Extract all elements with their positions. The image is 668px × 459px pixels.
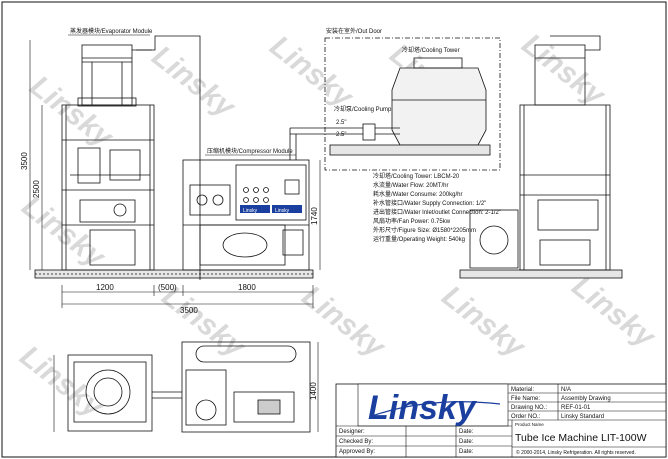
file-name-value: Assembly Drawing xyxy=(561,396,611,402)
cooling-tower-label: 冷却塔/Cooling Tower xyxy=(402,46,460,54)
spec-list: 冷却塔/Cooling Tower: LBCM-20 水流量/Water Flo… xyxy=(373,172,501,243)
material-value: N/A xyxy=(561,387,571,393)
cooling-pump-label: 冷却泵/Cooling Pump xyxy=(334,105,392,113)
date-label: Date: xyxy=(459,429,474,435)
designer-label: Designer: xyxy=(339,429,365,435)
order-no-label: Order NO.: xyxy=(511,414,541,420)
watermark: Linsky xyxy=(516,28,612,113)
panel-logo-plate xyxy=(240,205,270,213)
date-label: Date: xyxy=(459,449,474,455)
dim-width-left: 1200 xyxy=(96,283,114,292)
dim-plan-depth: 1400 xyxy=(309,382,318,400)
material-label: Material: xyxy=(511,387,534,393)
dim-width-total: 3500 xyxy=(180,306,198,315)
pipe-size-label: 2.5" xyxy=(336,120,346,126)
pipe-size-label: 2.5" xyxy=(336,132,346,138)
spec-line: 补水管接口/Water Supply Connection: 1/2" xyxy=(373,199,486,207)
side-evaporator-drum xyxy=(534,44,586,106)
watermark-layer: Linsky Linsky Linsky Linsky Linsky Linsk… xyxy=(14,28,662,425)
evaporator-drum xyxy=(81,44,133,106)
title-block xyxy=(335,383,667,458)
dim-compressor-height: 1740 xyxy=(310,207,319,225)
date-label: Date: xyxy=(459,439,474,445)
watermark: Linsky xyxy=(436,280,532,365)
side-frame xyxy=(519,104,611,271)
cooling-pump xyxy=(362,123,376,141)
drawing-no-value: REF-01-01 xyxy=(561,405,591,411)
watermark: Linsky xyxy=(14,340,110,425)
watermark: Linsky xyxy=(24,70,120,155)
logo-swoosh xyxy=(371,401,501,417)
dim-width-gap: (500) xyxy=(158,283,177,292)
dim-width-right: 1800 xyxy=(238,283,256,292)
outdoor-cooling-tower xyxy=(289,37,501,171)
product-name-label: Product Name xyxy=(515,422,544,427)
spec-line: 耗水量/Water Consume: 200kg/hr xyxy=(373,190,462,198)
panel-logo-plate xyxy=(272,205,302,213)
evaporator-module-label: 蒸发器模块/Evaporator Module xyxy=(70,27,153,35)
dim-height-total: 3500 xyxy=(20,152,29,170)
cooling-tower-base xyxy=(329,144,491,156)
outdoor-boundary xyxy=(324,37,501,171)
cooling-tower-body xyxy=(391,67,487,146)
brand-logo: Linsky xyxy=(368,389,478,427)
plan-view xyxy=(53,341,319,433)
plan-evaporator xyxy=(67,354,153,432)
plan-compressor xyxy=(181,341,311,433)
panel-brand-label: Linsky xyxy=(275,208,290,214)
dim-height-partial: 2500 xyxy=(32,180,41,198)
spec-line: 进出管接口/Water Inlet/outlet Connection: 2-1… xyxy=(373,208,501,216)
spec-line: 运行重量/Operating Weight: 540kg xyxy=(373,235,465,243)
front-elevation xyxy=(34,35,314,280)
compressor-module-label: 压缩机模块/Compressor Module xyxy=(207,147,293,155)
watermark: Linsky xyxy=(146,40,242,125)
watermark: Linsky xyxy=(264,30,360,115)
spec-line: 冷却塔/Cooling Tower: LBCM-20 xyxy=(373,172,460,180)
out-door-label: 安装在室外/Out Door xyxy=(326,27,382,35)
panel-brand-label: Linsky xyxy=(243,208,258,214)
logo-box xyxy=(357,383,509,427)
front-dimensions xyxy=(29,40,321,308)
spec-line: 外形尺寸/Figure Size: Ø1580*2205mm xyxy=(373,226,476,234)
watermark: Linsky xyxy=(566,270,662,355)
checked-by-label: Checked By: xyxy=(339,439,373,445)
spec-line: 水流量/Water Flow: 20MT/hr xyxy=(373,181,448,189)
approved-by-label: Approved By: xyxy=(339,449,375,455)
file-name-label: File Name: xyxy=(511,396,540,402)
drawing-no-label: Drawing NO.: xyxy=(511,405,547,411)
spec-line: 风扇功率/Fan Power: 0.75kw xyxy=(373,217,451,225)
compressor-frame xyxy=(182,159,310,271)
copyright-text: © 2000-2014, Linsky Refrigeration. All r… xyxy=(516,449,636,456)
watermark: Linsky xyxy=(156,280,252,365)
side-elevation xyxy=(459,35,623,279)
product-name-value: Tube Ice Machine LIT-100W xyxy=(515,432,647,444)
order-no-value: Linsky Standard xyxy=(561,414,604,420)
